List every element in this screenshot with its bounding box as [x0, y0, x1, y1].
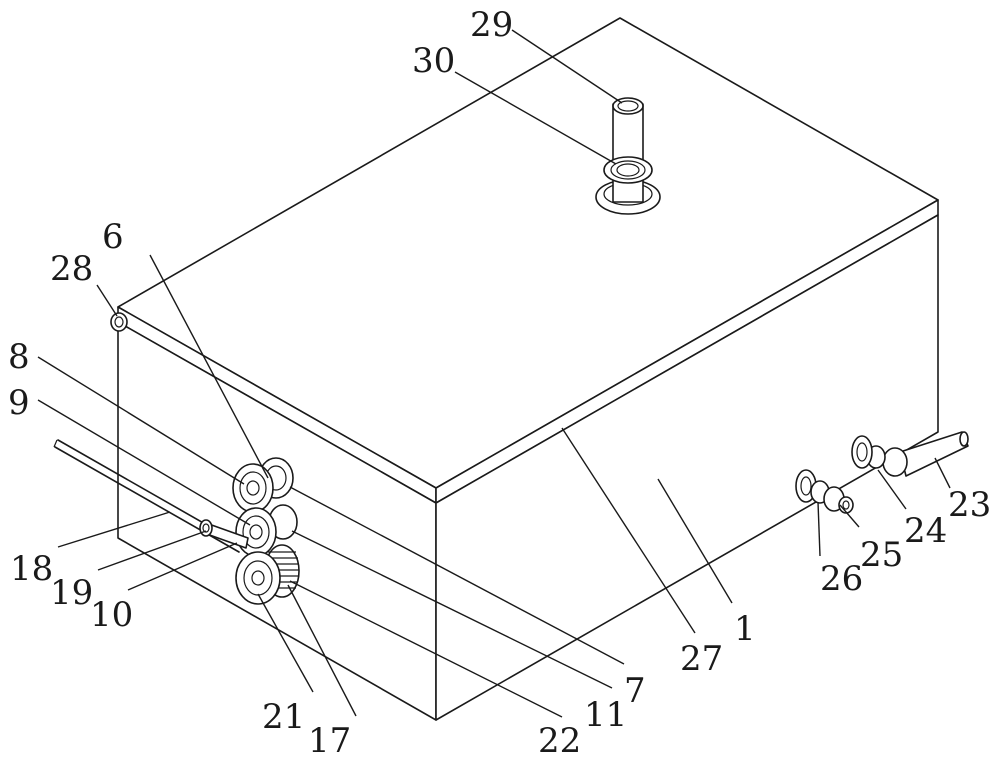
label-6: 6 [102, 217, 124, 257]
pipe-tube [612, 103, 644, 203]
middle-gear [235, 507, 277, 557]
lower-cap [838, 496, 854, 514]
label-11: 11 [584, 695, 627, 735]
upper-gear [232, 463, 274, 513]
label-10: 10 [90, 595, 133, 635]
label-1: 1 [734, 609, 756, 649]
corner-fitting [110, 312, 128, 332]
box-body [117, 17, 939, 721]
label-21: 21 [262, 697, 305, 737]
label-7: 7 [624, 671, 646, 711]
right-pipe-fittings [795, 431, 969, 514]
label-25: 25 [860, 535, 903, 575]
label-9: 9 [8, 383, 30, 423]
reference-numerals: 29 30 6 28 8 9 18 19 10 21 17 22 11 7 27… [8, 5, 991, 761]
label-17: 17 [308, 721, 351, 761]
label-27: 27 [680, 639, 723, 679]
elbow-fitting [882, 447, 908, 477]
label-22: 22 [538, 721, 581, 761]
label-26: 26 [820, 559, 863, 599]
label-23: 23 [948, 485, 991, 525]
shaft-end [199, 519, 213, 537]
gear-train [199, 457, 300, 605]
label-24: 24 [904, 511, 947, 551]
leader-lines [37, 29, 951, 718]
top-pipe-assembly [595, 97, 661, 215]
label-28: 28 [50, 249, 93, 289]
box-front-right-face [435, 214, 939, 721]
label-18: 18 [10, 549, 53, 589]
upper-flange [851, 435, 873, 469]
label-8: 8 [8, 337, 30, 377]
label-30: 30 [412, 41, 455, 81]
lower-gear [235, 551, 281, 605]
label-29: 29 [470, 5, 513, 45]
label-19: 19 [50, 573, 93, 613]
